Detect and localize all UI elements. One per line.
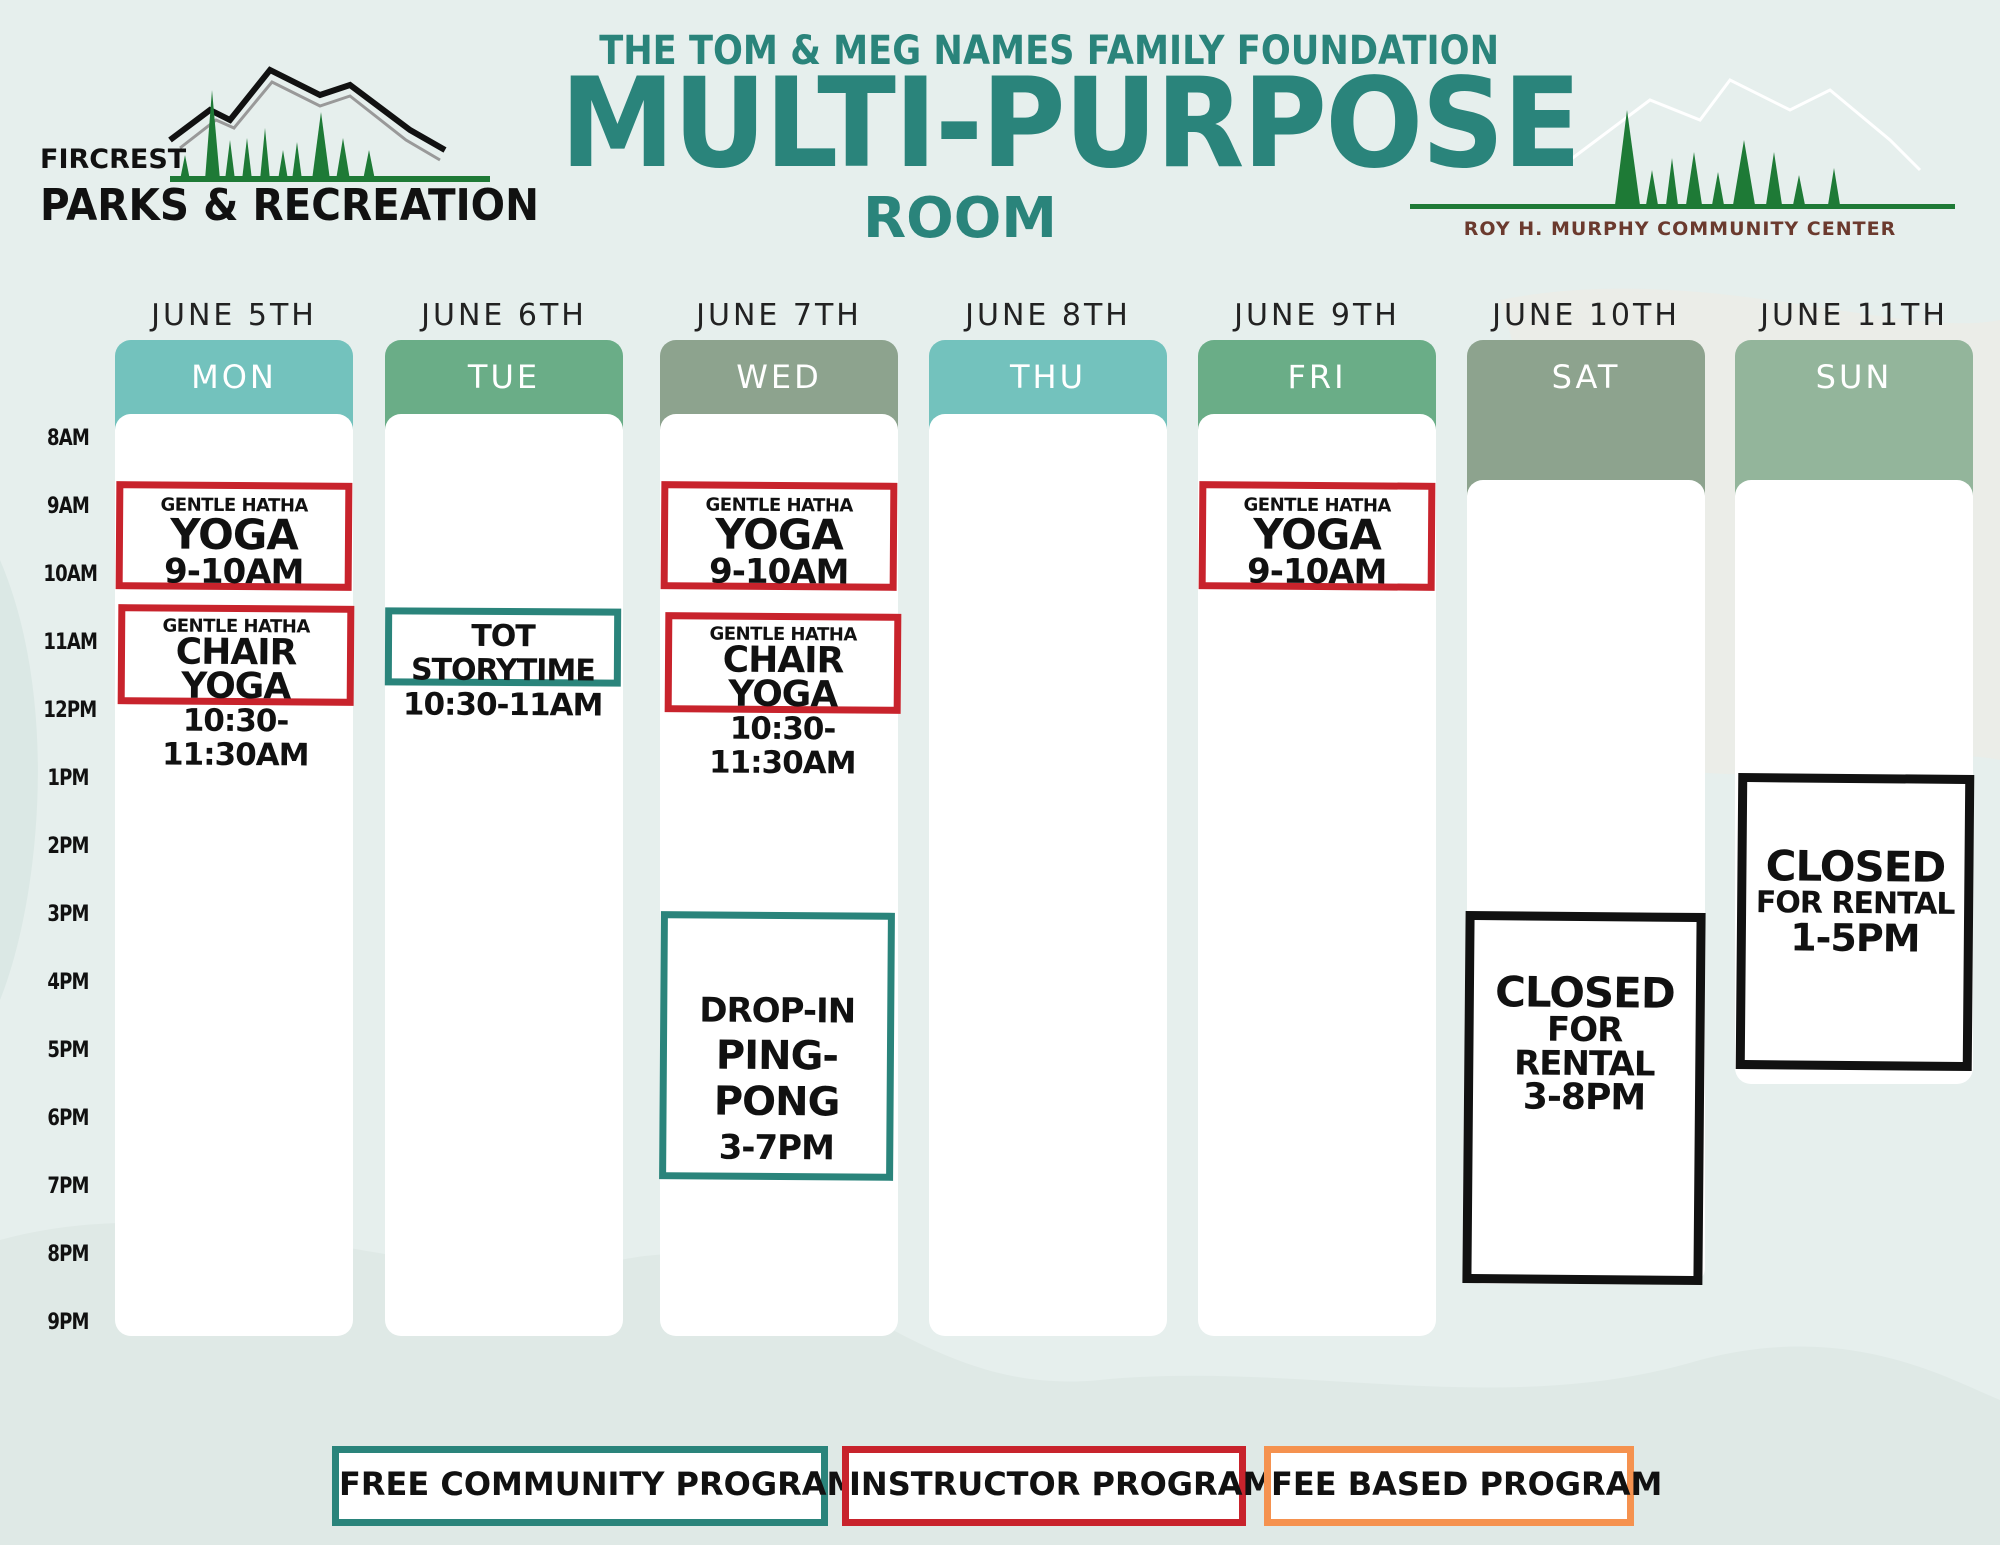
event-time: 10:30-11:30AM xyxy=(161,702,309,774)
event-time: 9-10AM xyxy=(708,551,849,593)
time-label: 7PM xyxy=(47,1174,89,1199)
event-title: YOGA xyxy=(170,509,298,560)
fircrest-label: FIRCREST xyxy=(40,144,187,175)
date-label: JUNE 10TH xyxy=(1492,298,1680,333)
event-time: 10:30-11:30AM xyxy=(708,710,856,782)
event-title: CLOSED xyxy=(1765,841,1946,892)
page-title: MULTI-PURPOSE xyxy=(560,52,1581,196)
fircrest-logo-graphic xyxy=(168,66,490,182)
date-label: JUNE 8TH xyxy=(965,298,1131,333)
event-sun-closed: CLOSED FOR RENTAL 1-5PM xyxy=(1735,772,1975,1072)
event-time: 3-7PM xyxy=(718,1127,835,1169)
date-label: JUNE 11TH xyxy=(1760,298,1948,333)
time-label: 9AM xyxy=(46,494,90,519)
parks-recreation-label: PARKS & RECREATION xyxy=(40,180,539,231)
community-center-label: ROY H. MURPHY COMMUNITY CENTER xyxy=(1463,218,1897,240)
date-label: JUNE 5TH xyxy=(151,298,317,333)
event-sat-closed: CLOSED FOR RENTAL 3-8PM xyxy=(1462,910,1706,1286)
event-time: 9-10AM xyxy=(163,551,304,593)
event-time: 9-10AM xyxy=(1246,551,1387,593)
event-time: 1-5PM xyxy=(1789,915,1920,961)
page-subtitle: ROOM xyxy=(862,186,1058,251)
time-label: 11AM xyxy=(43,630,98,655)
event-title: TOT STORYTIME xyxy=(410,618,595,689)
event-time: 3-8PM xyxy=(1522,1076,1646,1119)
event-fri-yoga: GENTLE HATHA YOGA 9-10AM xyxy=(1198,481,1436,593)
event-title-line1: DROP-IN xyxy=(699,990,856,1032)
time-label: 9PM xyxy=(47,1310,89,1335)
event-time: 10:30-11AM xyxy=(402,686,603,724)
community-center-logo-graphic xyxy=(1410,78,1955,209)
event-title: CLOSED xyxy=(1494,967,1675,1018)
time-label: 3PM xyxy=(47,902,89,927)
time-label: 5PM xyxy=(47,1038,89,1063)
date-label: JUNE 6TH xyxy=(421,298,587,333)
time-label: 1PM xyxy=(47,766,89,791)
event-title: YOGA xyxy=(715,509,843,560)
event-mon-chair-yoga: GENTLE HATHA CHAIR YOGA 10:30-11:30AM xyxy=(117,604,355,774)
time-label: 8AM xyxy=(46,426,90,451)
event-wed-chair-yoga: GENTLE HATHA CHAIR YOGA 10:30-11:30AM xyxy=(664,612,902,782)
time-label: 2PM xyxy=(47,834,89,859)
date-label: JUNE 9TH xyxy=(1234,298,1400,333)
time-label: 6PM xyxy=(47,1106,89,1131)
event-title: CHAIR YOGA xyxy=(722,639,844,716)
event-wed-yoga: GENTLE HATHA YOGA 9-10AM xyxy=(660,481,898,593)
day-column-body xyxy=(385,414,623,1336)
event-tue-storytime: TOT STORYTIME 10:30-11AM xyxy=(384,607,622,724)
time-label: 10AM xyxy=(43,562,98,587)
event-mon-yoga: GENTLE HATHA YOGA 9-10AM xyxy=(115,481,353,593)
event-wed-ping-pong: DROP-IN PING-PONG 3-7PM xyxy=(659,911,895,1181)
legend-fee-based: FEE BASED PROGRAM xyxy=(1264,1446,1662,1526)
event-subtitle: FOR RENTAL xyxy=(1513,1009,1655,1085)
event-title: YOGA xyxy=(1253,509,1381,560)
time-label: 12PM xyxy=(43,698,97,723)
event-title: CHAIR YOGA xyxy=(175,631,297,708)
legend-free-community: FREE COMMUNITY PROGRAM xyxy=(332,1446,858,1526)
day-column-body xyxy=(929,414,1167,1336)
time-label: 4PM xyxy=(47,970,89,995)
legend-instructor: INSTRUCTOR PROGRAM xyxy=(842,1446,1274,1526)
date-label: JUNE 7TH xyxy=(696,298,862,333)
time-label: 8PM xyxy=(47,1242,89,1267)
event-title-line2: PING-PONG xyxy=(713,1032,840,1126)
